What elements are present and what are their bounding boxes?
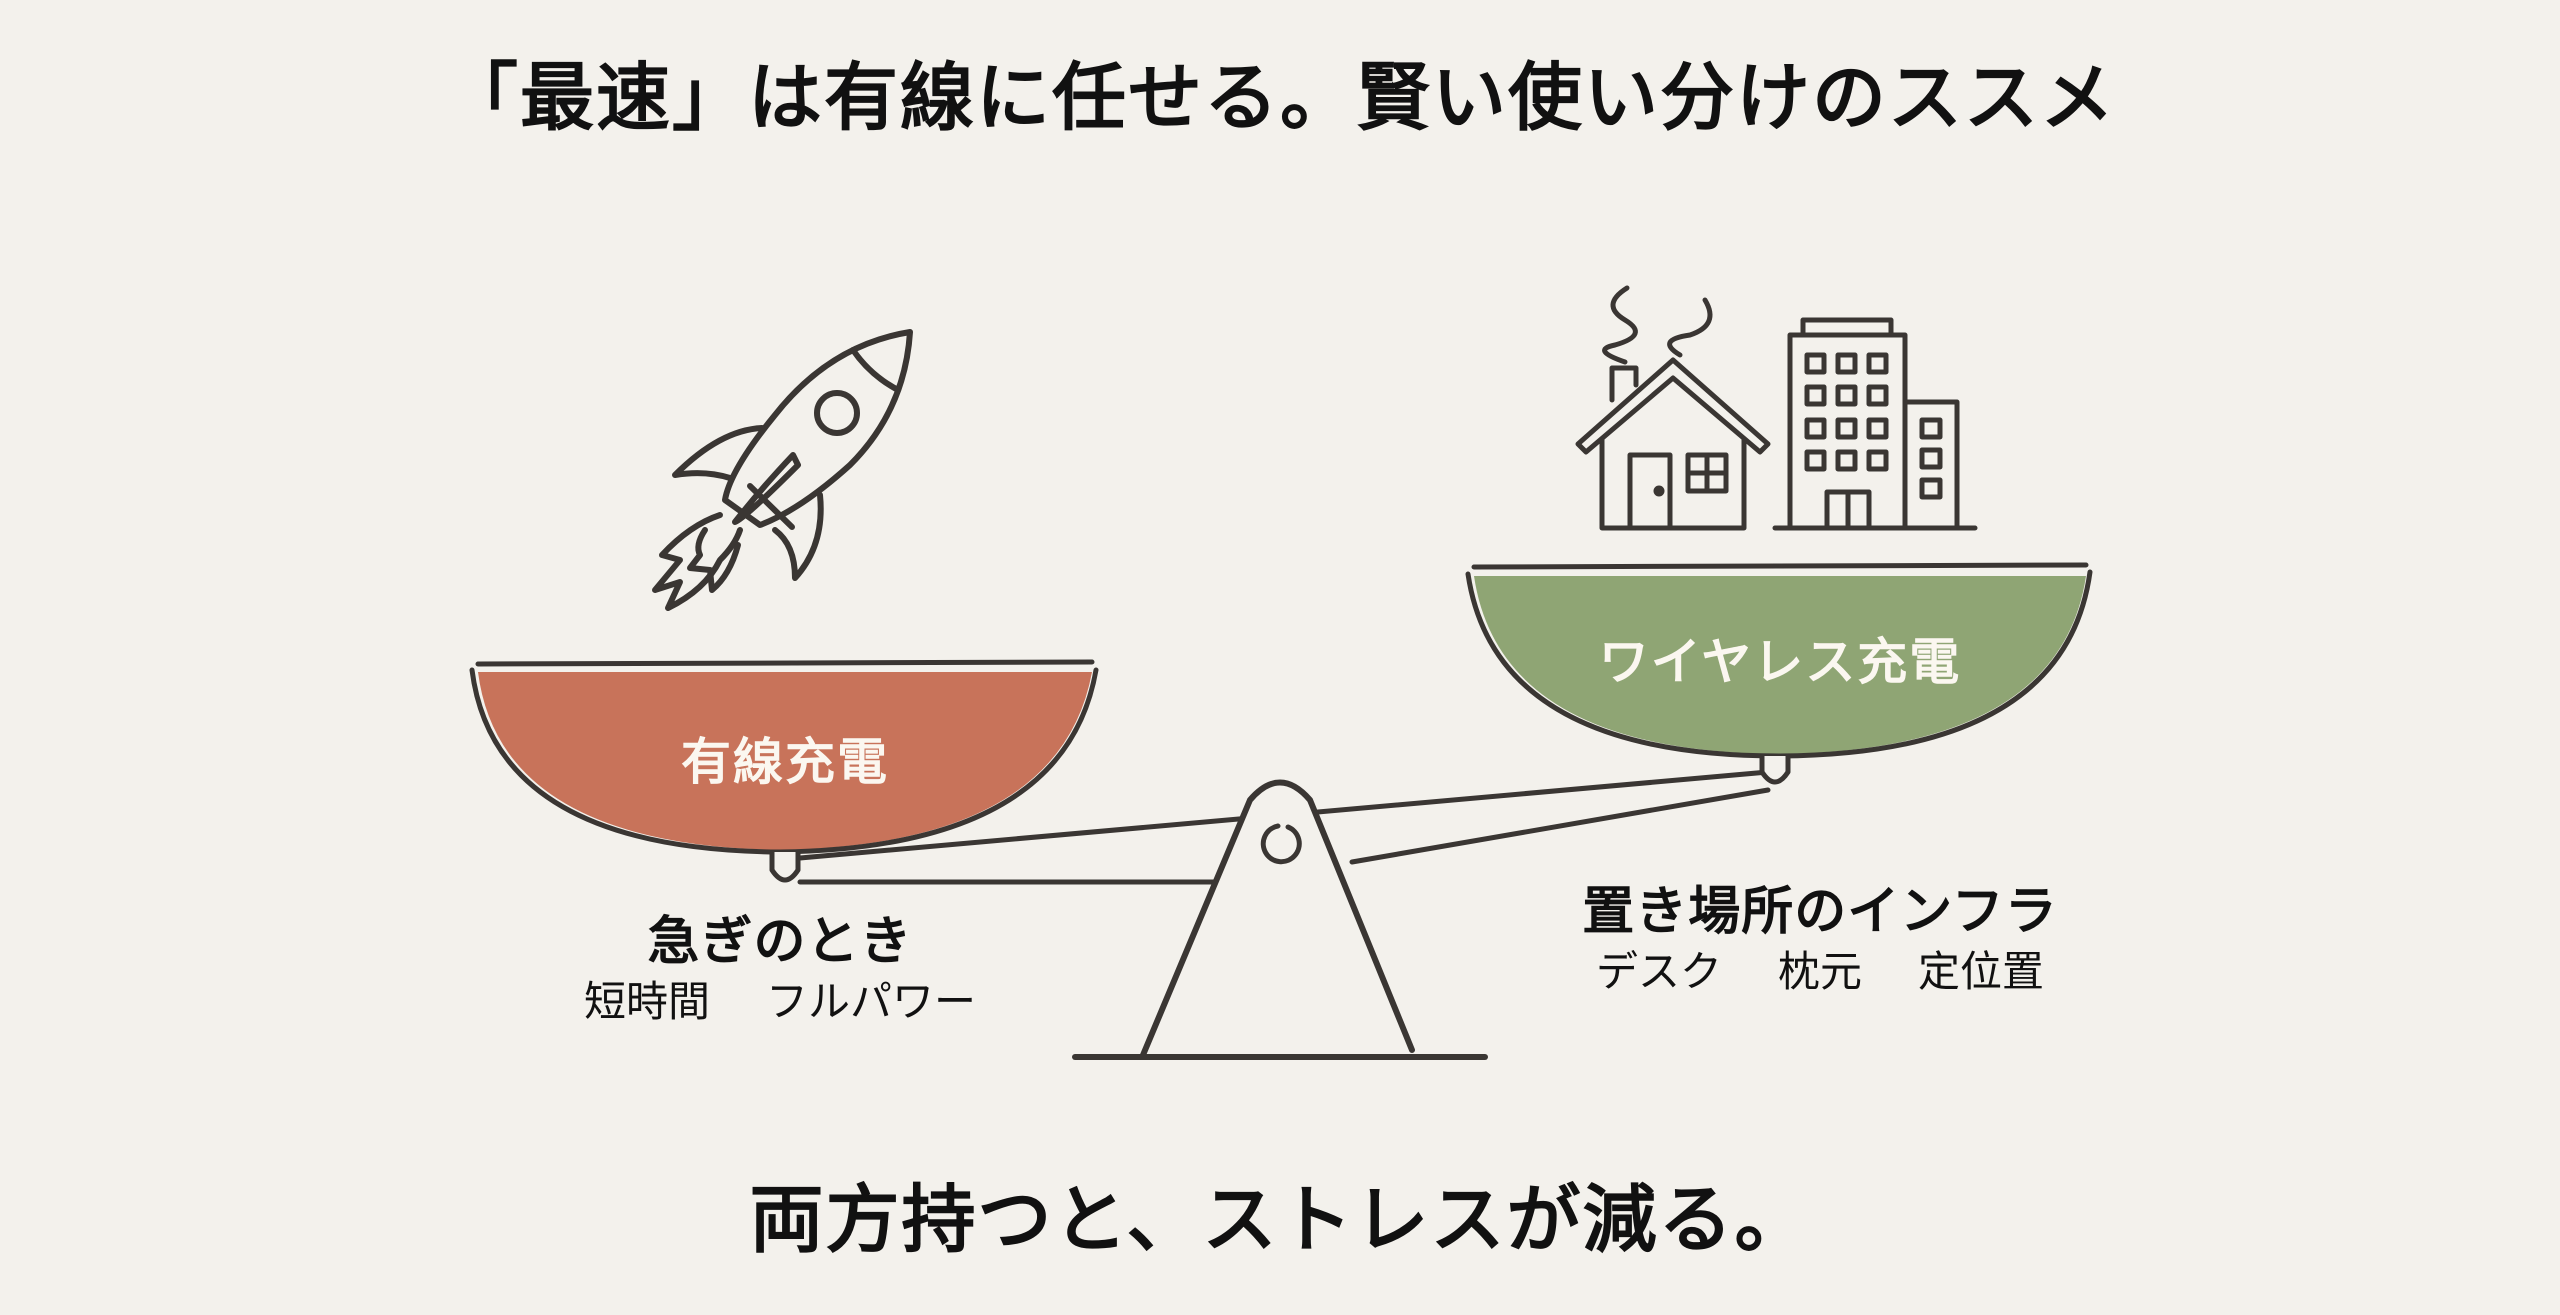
bottom-message: 両方持つと、ストレスが減る。 — [749, 1177, 1811, 1263]
wireless-item: デスク — [1595, 947, 1722, 996]
wired-charging-label: 有線充電 — [681, 733, 889, 791]
wired-item: 短時間 — [583, 977, 710, 1026]
wired-use-case-items: 短時間 フルパワー — [520, 974, 1040, 1030]
wired-use-case-heading: 急ぎのとき — [647, 912, 913, 972]
wired-pan — [469, 659, 1099, 883]
page-title: 「最速」は有線に任せる。賢い使い分けのススメ — [444, 55, 2116, 141]
house-and-buildings-icon — [1575, 285, 1978, 531]
wireless-use-case-items: デスク 枕元 定位置 — [1530, 944, 2110, 1000]
wireless-use-case-heading: 置き場所のインフラ — [1582, 882, 2058, 942]
wired-use-case: 急ぎのとき 短時間 フルパワー — [520, 910, 1040, 1030]
wireless-charging-label: ワイヤレス充電 — [1598, 633, 1962, 691]
wireless-use-case: 置き場所のインフラ デスク 枕元 定位置 — [1530, 880, 2110, 1000]
wireless-item: 定位置 — [1918, 947, 2045, 996]
wired-item: フルパワー — [766, 977, 977, 1026]
rocket-icon — [652, 329, 913, 611]
wireless-item: 枕元 — [1777, 947, 1862, 996]
wireless-pan — [1465, 562, 2093, 785]
fulcrum — [1072, 779, 1488, 1060]
